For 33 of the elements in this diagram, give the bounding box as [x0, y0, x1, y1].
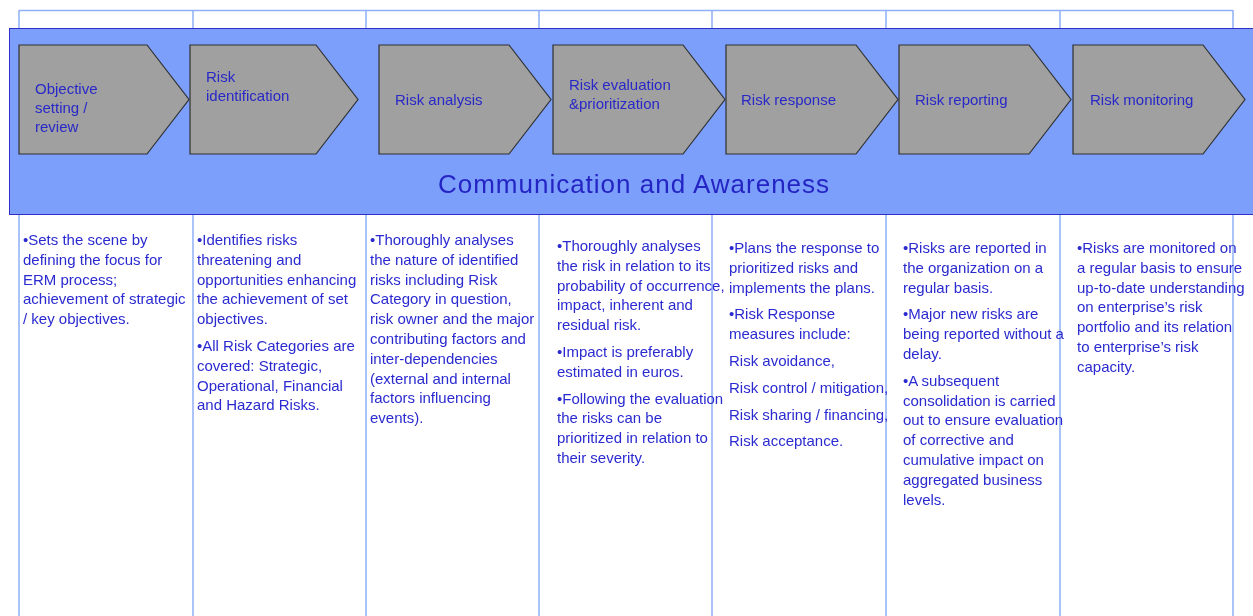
description-text: •Risk Response measures include:	[729, 304, 852, 344]
description-text: •Following the evaluation the risks can be prioritized in relation to their severity.	[557, 388, 725, 468]
process-step	[1073, 45, 1245, 154]
description-text: Risk avoidance,	[729, 351, 835, 371]
description-text: Risk sharing / financing,	[729, 404, 889, 425]
band-title: Communication and Awareness	[436, 169, 832, 200]
process-step	[553, 45, 725, 154]
description-text: •Identifies risks threatening and opportunities enhancing the achievement of set objectives.	[197, 230, 358, 329]
step-label: Risk response	[741, 90, 837, 109]
step-label: Risk reporting	[915, 90, 1008, 109]
process-step	[726, 45, 898, 154]
step-label: Risk identification	[206, 66, 291, 105]
step-label: Risk evaluation &prioritization	[569, 74, 672, 113]
description-text: •Sets the scene by defining the focus for ERM process; achievement of strategic / key objectives.	[23, 230, 187, 329]
step-label: Risk monitoring	[1090, 90, 1194, 109]
description-text: •Risks are reported in the organization on a regular basis.	[903, 238, 1048, 298]
description-text: Risk control / mitigation,	[729, 377, 889, 398]
description-text: •Impact is preferably estimated in euros.	[557, 342, 695, 382]
description-text: •Risks are monitored on a regular basis to ensure up-to-date understanding on enterprise’s risk portfolio and its relation to enterprise’s risk capacity.	[1077, 238, 1245, 377]
description-text: •All Risk Categories are covered: Strategic, Operational, Financial and Hazard Risks.	[197, 336, 356, 416]
description-text: •Major new risks are being reported without a delay.	[903, 304, 1065, 364]
description-text: •Thoroughly analyses the nature of identified risks including Risk Category in question, risk owner and the major contributing factors and inter-dependencies (external and internal factors influencing events).	[370, 230, 536, 428]
step-label: Objective setting / review	[35, 79, 99, 136]
step-label: Risk analysis	[395, 90, 483, 109]
description-text: •Thoroughly analyses the risk in relation to its probability of occurrence, impact, inherent and residual risk.	[557, 236, 725, 335]
description-text: •Plans the response to prioritized risks and implements the plans.	[729, 238, 881, 298]
band-background	[9, 28, 1253, 215]
process-step	[899, 45, 1071, 154]
description-text: Risk acceptance.	[729, 431, 844, 452]
description-text: •A subsequent consolidation is carried out to ensure evaluation of corrective and cumulative impact on aggregated business levels.	[903, 370, 1065, 510]
process-step	[379, 45, 551, 154]
process-step	[190, 45, 358, 154]
process-step	[19, 45, 189, 154]
